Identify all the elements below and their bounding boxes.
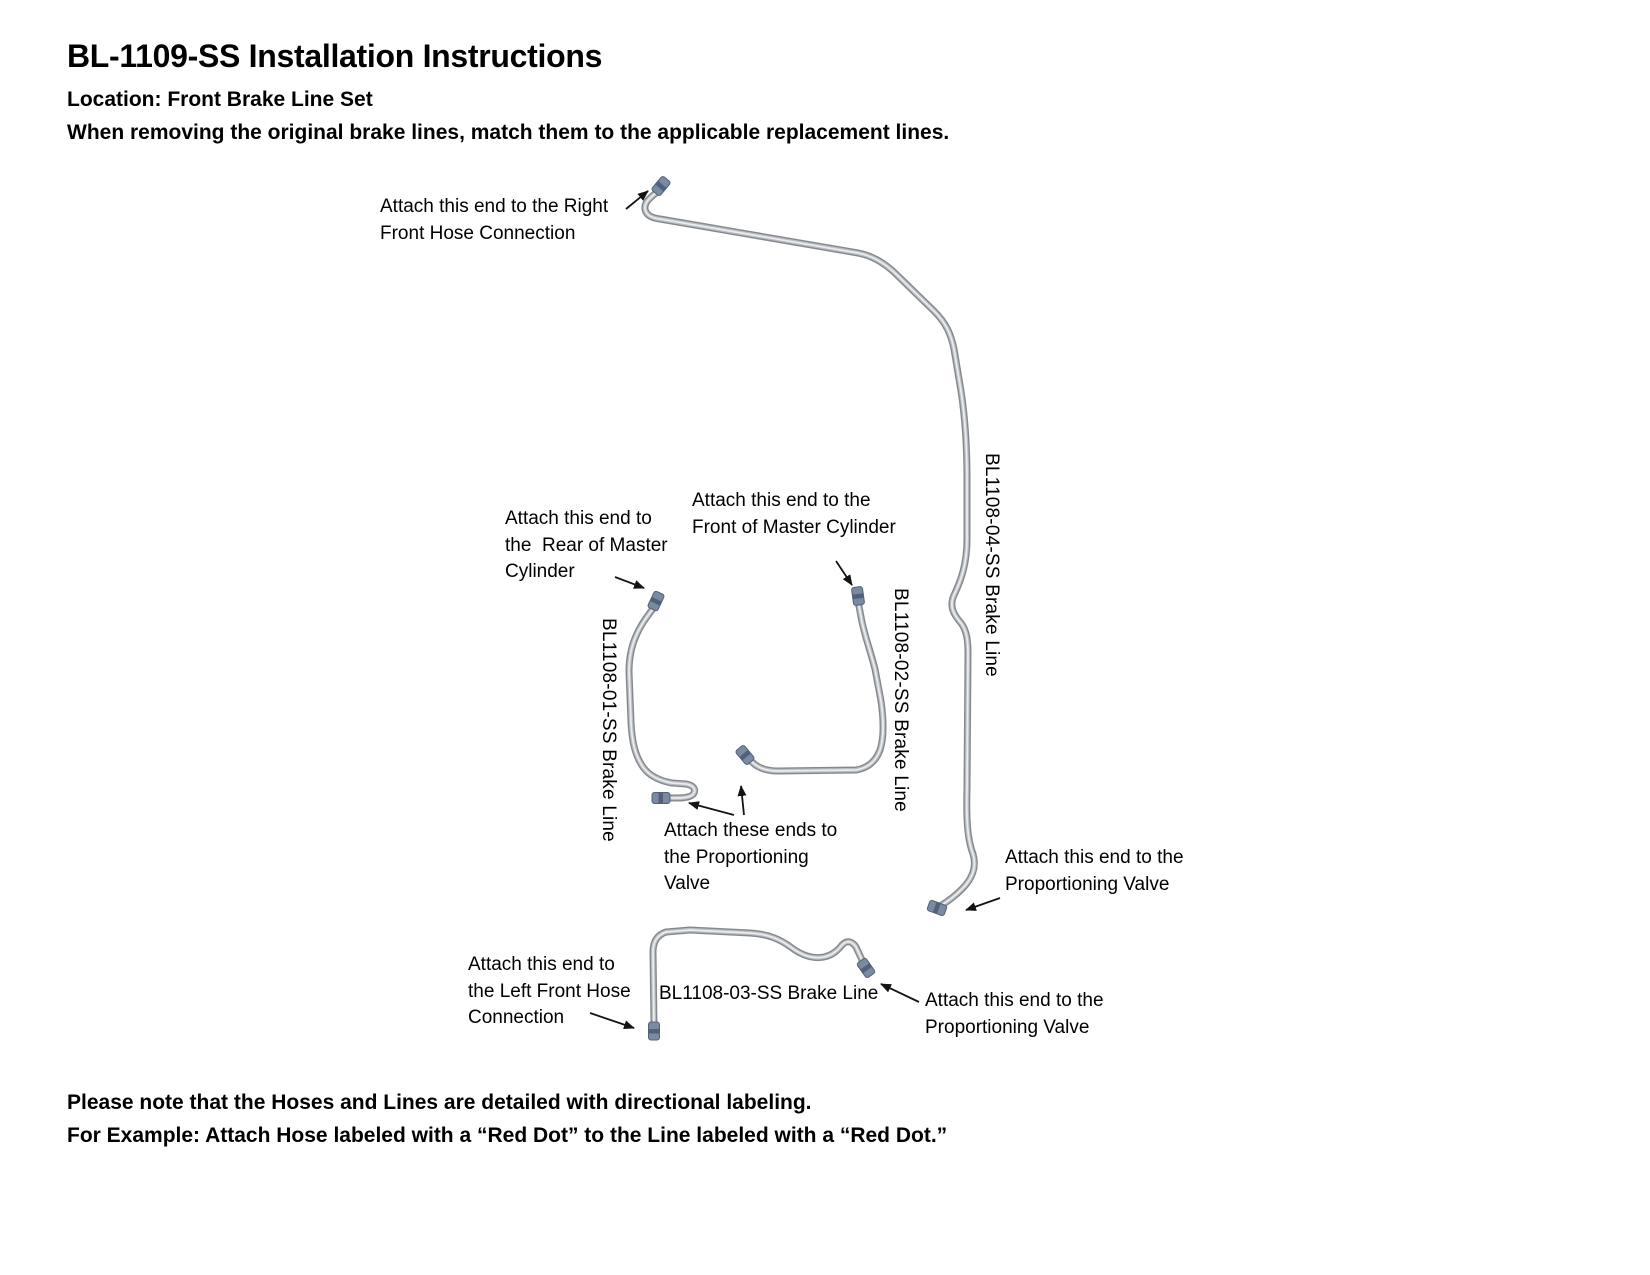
annotation-prop-valve-bottom: Attach this end to the Proportioning Val…	[925, 990, 1104, 1038]
fitting-prop-valve-end-line01	[651, 792, 671, 804]
annotation-rear-master-cylinder: Attach this end to the Rear of Master Cy…	[505, 508, 668, 582]
label-bl1108-02: BL1108-02-SS Brake Line	[890, 588, 911, 812]
arrow-prop-valve-line01	[688, 801, 735, 816]
arrow-front-master-cylinder	[835, 560, 853, 586]
label-bl1108-01: BL1108-01-SS Brake Line	[598, 618, 619, 842]
annotation-prop-valve-right: Attach this end to the Proportioning Val…	[1005, 847, 1184, 895]
annotation-front-master-cylinder: Attach this end to the Front of Master C…	[692, 490, 896, 538]
brake-line-01	[629, 606, 695, 798]
page-title: BL-1109-SS Installation Instructions	[67, 38, 603, 74]
fitting-prop-valve-end-line03	[856, 957, 876, 979]
fitting-rear-master-cylinder-end	[647, 590, 665, 612]
brake-line-03	[653, 930, 863, 1026]
arrow-prop-valve-line03	[880, 983, 920, 1003]
location-subtitle: Location: Front Brake Line Set	[67, 88, 373, 111]
fitting-prop-valve-end-line02	[735, 745, 755, 765]
brake-line-02	[748, 601, 883, 771]
label-bl1108-04: BL1108-04-SS Brake Line	[981, 453, 1002, 677]
footer-notes: Please note that the Hoses and Lines are…	[67, 1086, 947, 1152]
header: BL-1109-SS Installation Instructions Loc…	[67, 36, 949, 146]
instruction-text: When removing the original brake lines, …	[67, 121, 950, 144]
arrow-prop-valve-line02	[737, 785, 747, 816]
footer-note-1: Please note that the Hoses and Lines are…	[67, 1091, 812, 1114]
arrow-rear-master-cylinder	[614, 576, 645, 589]
annotation-left-front-hose: Attach this end to the Left Front Hose C…	[468, 954, 631, 1028]
label-bl1108-03: BL1108-03-SS Brake Line	[659, 983, 879, 1004]
annotation-right-front-hose: Attach this end to the Right Front Hose …	[380, 196, 609, 244]
arrow-left-front-hose	[589, 1012, 635, 1030]
arrow-right-front-hose	[625, 190, 649, 210]
fitting-front-master-cylinder-end	[851, 586, 865, 606]
fitting-left-front-hose-end	[648, 1021, 660, 1041]
fitting-prop-valve-end-line04	[926, 899, 948, 917]
fitting-right-front-hose-end	[651, 176, 671, 196]
footer-note-2: For Example: Attach Hose labeled with a …	[67, 1124, 948, 1147]
annotation-prop-valve-ends: Attach these ends to the Proportioning V…	[664, 820, 838, 894]
arrow-prop-valve-line04	[965, 897, 1001, 911]
